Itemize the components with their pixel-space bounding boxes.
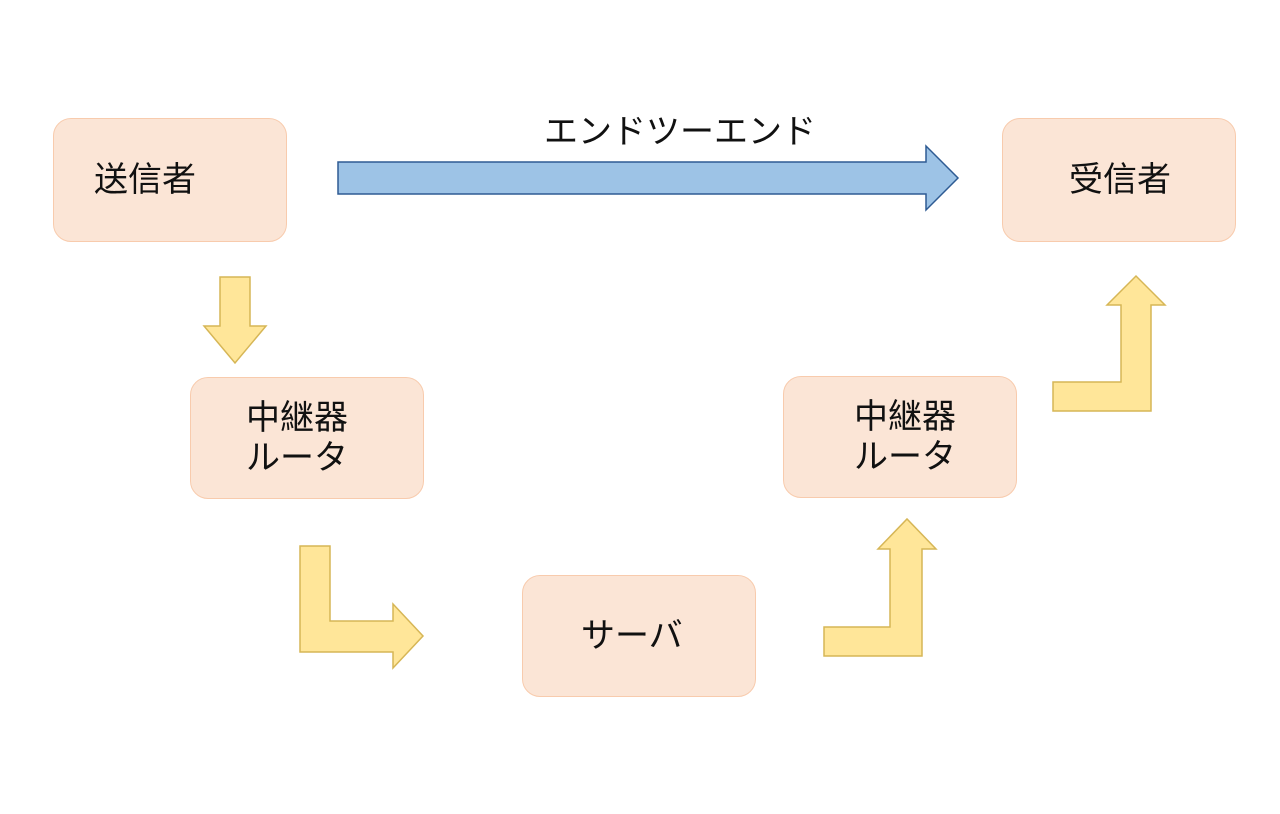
sender-node: 送信者: [53, 118, 287, 242]
relay-router-node-right: 中継器 ルータ: [783, 376, 1017, 498]
server-label: サーバ: [581, 616, 683, 656]
bent-right-up-arrow-icon: [823, 517, 938, 657]
receiver-label: 受信者: [1069, 160, 1171, 200]
relay-label: 中継器: [854, 397, 956, 437]
relay-router-node-left: 中継器 ルータ: [190, 377, 424, 499]
end-to-end-label: エンドツーエンド: [544, 112, 816, 152]
sender-label: 送信者: [94, 160, 196, 200]
router-label: ルータ: [246, 438, 348, 478]
down-arrow-icon: [202, 276, 268, 365]
bent-right-up-arrow-icon: [1052, 274, 1167, 412]
relay-label: 中継器: [246, 398, 348, 438]
server-node: サーバ: [522, 575, 756, 697]
bent-down-right-arrow-icon: [299, 545, 425, 670]
router-label: ルータ: [854, 437, 956, 477]
end-to-end-arrow: [337, 144, 960, 212]
receiver-node: 受信者: [1002, 118, 1236, 242]
